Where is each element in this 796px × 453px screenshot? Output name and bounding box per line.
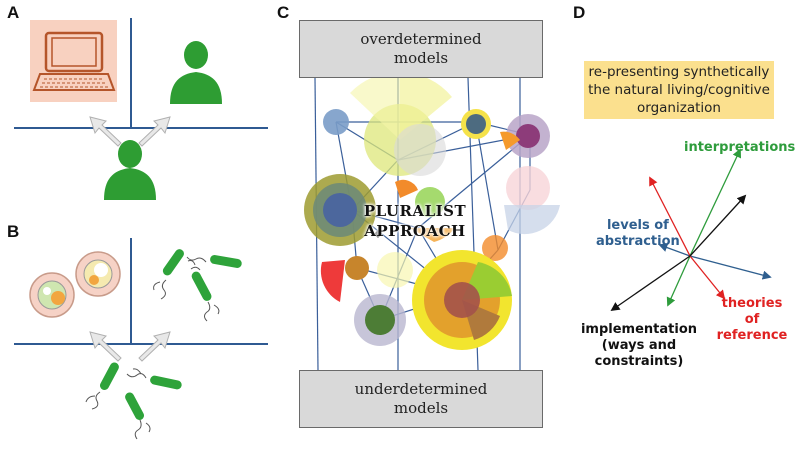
bacteria-group-bottom (85, 362, 182, 440)
axis-abstraction-arrow (658, 243, 691, 257)
implementation-label: implementation (ways and constraints) (562, 322, 716, 370)
axis-implementation-arrow (689, 194, 747, 257)
abstraction-line2: abstraction (596, 234, 680, 249)
implementation-line1: implementation (580, 322, 698, 337)
pluralist-approach-label: PLURALIST APPROACH (360, 201, 470, 241)
overdetermined-line2: models (393, 49, 449, 67)
levels-of-abstraction-label: levels of abstraction (596, 218, 680, 250)
cell-icon-right (75, 251, 121, 297)
panel-label-b: B (7, 222, 20, 241)
interpretations-label: interpretations (684, 140, 796, 155)
bacteria-group-top (153, 249, 242, 322)
arrow-to-bacteria (138, 331, 171, 362)
panel-label-d: D (573, 3, 586, 22)
re-presenting-line3: organization (637, 100, 721, 116)
axis-theories-back-arrow (689, 255, 726, 300)
overdetermined-models-box: overdetermined models (299, 20, 543, 78)
computer-icon (30, 20, 117, 102)
panel-a (14, 18, 268, 200)
person-icon-bottom (104, 140, 156, 200)
cell-icon-left (29, 272, 75, 318)
axis-theories-arrow (649, 176, 691, 257)
re-presenting-line2: the natural living/cognitive (588, 82, 770, 98)
panel-b (14, 238, 268, 440)
underdetermined-models-box: underdetermined models (299, 370, 543, 428)
theories-of-reference-label: theories of reference (714, 296, 790, 344)
underdetermined-line1: underdetermined (354, 380, 488, 398)
theories-line3: reference (716, 328, 788, 343)
axis-interpretations-arrow (689, 148, 742, 257)
center-marker (374, 230, 382, 238)
re-presenting-box: re-presenting synthetically the natural … (584, 61, 774, 119)
arrow-to-person (138, 116, 171, 147)
theories-line1: theories (721, 296, 783, 311)
re-presenting-line1: re-presenting synthetically (588, 64, 770, 80)
axis-implementation-back-arrow (610, 255, 691, 312)
axis-abstraction-back-arrow (689, 255, 772, 280)
abstraction-line1: levels of (606, 218, 669, 233)
panel-label-c: C (277, 3, 290, 22)
panel-c (304, 71, 560, 371)
underdetermined-line2: models (393, 399, 449, 417)
axis-interpretations-back-arrow (666, 255, 691, 307)
panel-d (610, 148, 772, 312)
pluralist-line2: APPROACH (364, 222, 466, 240)
arrow-to-computer (89, 116, 122, 147)
implementation-line2: (ways and constraints) (594, 338, 684, 369)
overdetermined-line1: overdetermined (360, 30, 482, 48)
model-circles (304, 71, 560, 350)
theories-line2: of (744, 312, 760, 327)
panel-label-a: A (7, 3, 20, 22)
arrow-to-cells (89, 331, 122, 362)
person-icon-top (170, 41, 222, 104)
pluralist-line1: PLURALIST (363, 202, 467, 220)
